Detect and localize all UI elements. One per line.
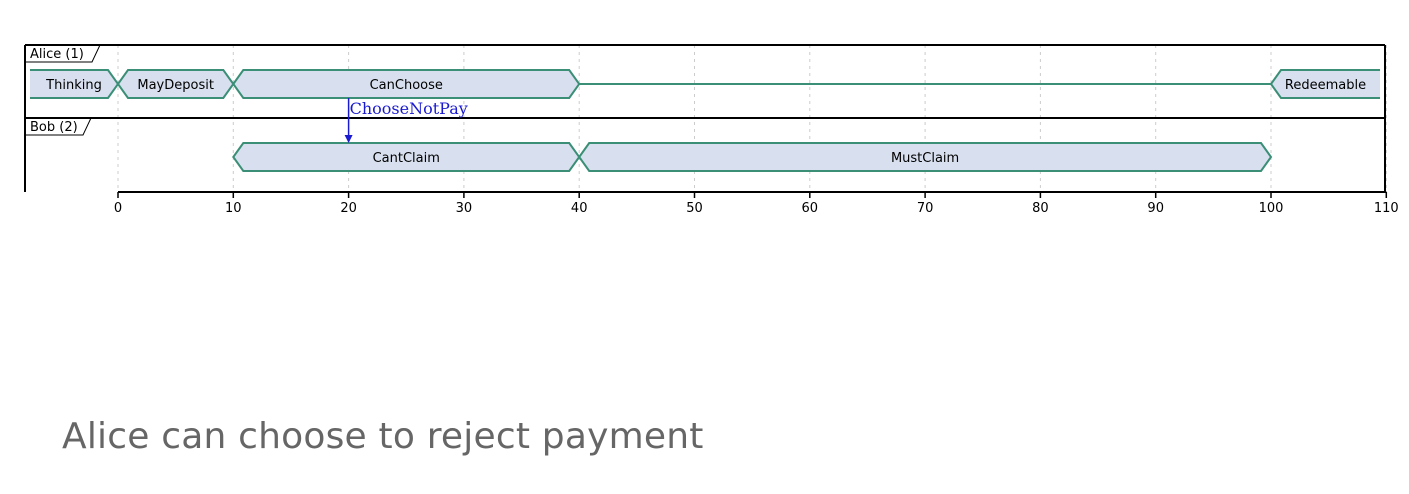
axis-tick-label: 0 — [114, 201, 122, 216]
state-label: MayDeposit — [137, 78, 214, 93]
state-label: Redeemable — [1285, 78, 1366, 93]
state-bands: Thinking MayDeposit CanChoose RedeemableCan… — [30, 69, 1380, 172]
axis-tick-label: 90 — [1147, 201, 1164, 216]
state-label: CantClaim — [373, 151, 440, 166]
axis-tick-label: 10 — [225, 201, 242, 216]
lane-tag-outline — [25, 44, 101, 63]
messages: ChooseNotPay — [344, 98, 468, 143]
axis-tick-label: 80 — [1032, 201, 1049, 216]
state-label: CanChoose — [370, 78, 443, 93]
lane-label: Alice (1) — [30, 47, 84, 62]
state-fill — [30, 70, 118, 98]
lane-label: Bob (2) — [30, 120, 78, 135]
axis-tick-label: 100 — [1259, 201, 1284, 216]
axis-tick-label: 110 — [1374, 201, 1399, 216]
caption: Alice can choose to reject payment — [62, 416, 704, 457]
axis-tick-label: 20 — [340, 201, 357, 216]
time-axis: 0 10 20 30 40 50 60 70 80 90 100 110 — [114, 191, 1399, 216]
state-label: MustClaim — [891, 151, 959, 166]
axis-tick-label: 70 — [917, 201, 934, 216]
axis-tick-label: 40 — [571, 201, 588, 216]
axis-tick-label: 50 — [686, 201, 703, 216]
state-band — [577, 142, 1273, 172]
lane-tag-outline — [25, 117, 92, 136]
state-fill — [1271, 70, 1380, 98]
timing-diagram: Alice (1) Bob (2) Thinking MayDeposit CanCh… — [24, 44, 1399, 216]
message-label: ChooseNotPay — [350, 99, 468, 118]
axis-tick-label: 60 — [802, 201, 819, 216]
message-arrowhead — [344, 135, 353, 143]
lane-frames: Alice (1) Bob (2) — [24, 44, 1386, 192]
state-outline — [1269, 69, 1380, 99]
state-label: Thinking — [45, 78, 102, 93]
axis-tick-label: 30 — [456, 201, 473, 216]
